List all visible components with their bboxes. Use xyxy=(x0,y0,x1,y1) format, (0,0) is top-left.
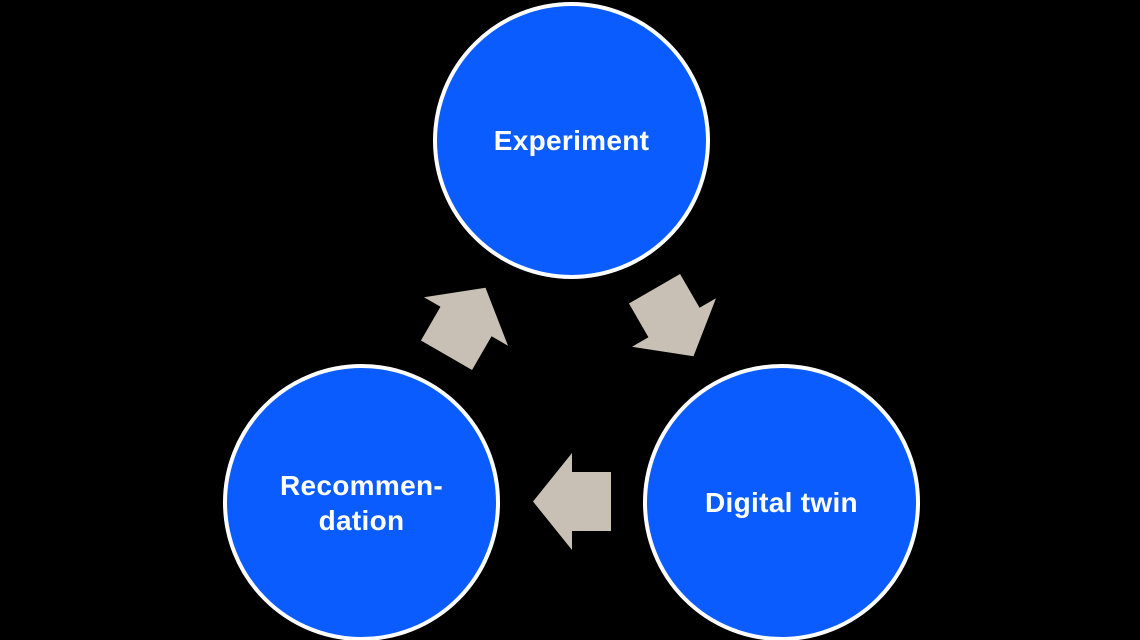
digital-twin-node: Digital twin xyxy=(643,364,920,640)
arrow-digital-twin-to-recommendation xyxy=(533,453,611,550)
arrow-recommendation-to-experiment xyxy=(420,287,509,371)
arrow-experiment-to-digital-twin xyxy=(628,273,717,357)
recommendation-label: Recommen- dation xyxy=(280,469,443,536)
recommendation-node: Recommen- dation xyxy=(223,364,500,640)
experiment-label: Experiment xyxy=(493,125,650,156)
experiment-node: Experiment xyxy=(433,2,710,279)
digital-twin-label: Digital twin xyxy=(705,487,858,518)
